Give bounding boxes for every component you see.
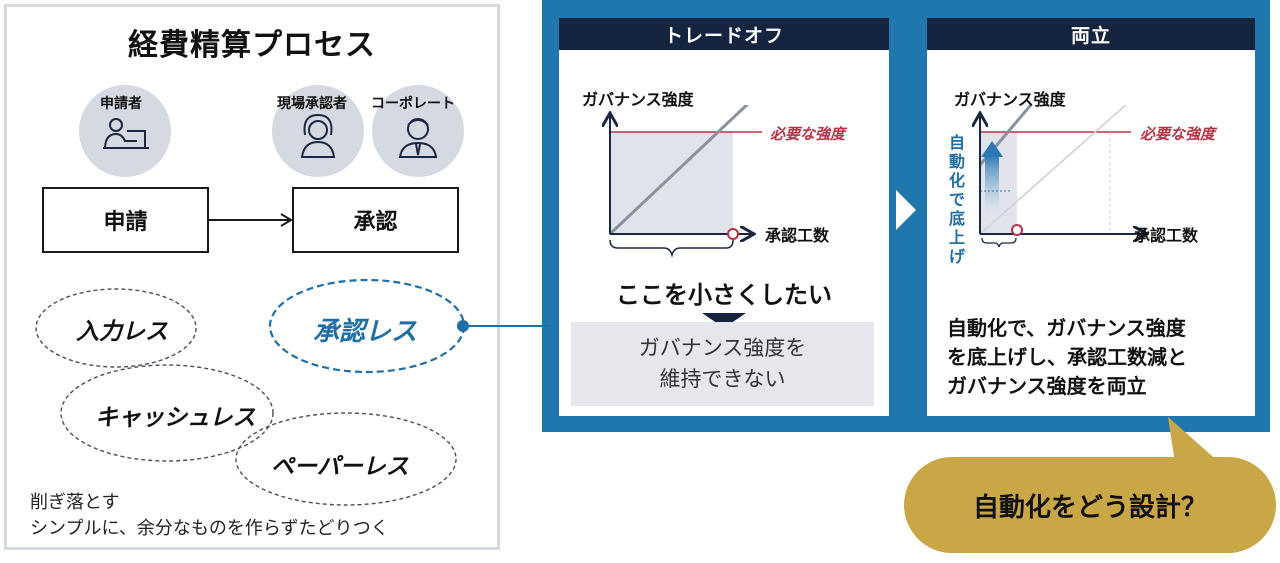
coexist-summary-line-3: ガバナンス強度を両立 [947, 374, 1147, 398]
paperless-ellipse [235, 412, 457, 506]
tradeoff-x-label: 承認工数 [765, 226, 830, 245]
tradeoff-chart [590, 105, 762, 258]
site-approver-label: 現場承認者 [277, 96, 347, 112]
coexist-y-label: ガバナンス強度 [954, 90, 1066, 109]
governance-area [610, 132, 733, 234]
raise-arrow-head [981, 141, 1003, 157]
applicant-label: 申請者 [100, 96, 142, 112]
approve-step-box: 承認 [292, 187, 459, 253]
person-at-desk-icon [103, 118, 149, 149]
range-brace [981, 237, 1017, 248]
woman-icon [300, 113, 336, 158]
approval-point-marker [727, 228, 739, 240]
tradeoff-y-label: ガバナンス強度 [582, 90, 694, 109]
tradeoff-required-label: 必要な強度 [770, 125, 846, 143]
note-line-1: 削ぎ落とす [30, 492, 120, 513]
callout-text: 自動化をどう設計？ [972, 493, 1207, 523]
range-brace [609, 239, 734, 258]
coexist-summary-line-1: 自動化で、ガバナンス強度 [947, 316, 1186, 340]
paperless-label: ペーパーレス [271, 454, 409, 480]
applicant-avatar [79, 85, 171, 177]
corporate-avatar [372, 85, 464, 177]
input-less-label: 入力レス [76, 319, 168, 345]
chevron-right-icon [896, 190, 916, 230]
cashless-label: キャッシュレス [95, 405, 256, 431]
flow-arrow [209, 213, 293, 227]
process-title: 経費精算プロセス [128, 28, 376, 63]
callout-bubble [904, 417, 1276, 553]
tradeoff-header: トレードオフ [559, 18, 889, 50]
tradeoff-trend-line [608, 105, 749, 236]
coexist-summary-line-2: を底上げし、承認工数減と [947, 345, 1187, 369]
idea-ellipses [35, 278, 466, 506]
raise-arrow-shaft [985, 155, 999, 230]
corporate-label: コーポレート [371, 96, 455, 112]
coexist-header: 両立 [927, 18, 1255, 50]
tradeoff-result-line-1: ガバナンス強度を [638, 336, 807, 360]
tradeoff-caption: ここを小さくしたい [616, 281, 832, 309]
tradeoff-result-box: ガバナンス強度を 維持できない [571, 322, 874, 406]
site-approver-avatar [272, 85, 364, 177]
down-triangle-icon [702, 313, 746, 328]
apply-step-box: 申請 [42, 187, 209, 253]
businessman-icon [398, 118, 438, 158]
connector-line [457, 320, 547, 332]
tradeoff-result-line-2: 維持できない [659, 367, 786, 391]
input-less-ellipse [35, 288, 197, 368]
approval-point-marker [1011, 224, 1023, 236]
old-trend-line [979, 105, 1127, 235]
coexist-chart [955, 105, 1255, 248]
coexist-required-label: 必要な強度 [1140, 125, 1216, 143]
approval-less-label: 承認レス [313, 317, 418, 347]
cashless-ellipse [60, 364, 274, 462]
automation-raise-label: 自動化で底上げ [948, 133, 965, 266]
coexist-x-label: 承認工数 [1134, 226, 1199, 245]
note-line-2: シンプルに、余分なものを作らずたどりつく [30, 518, 389, 539]
